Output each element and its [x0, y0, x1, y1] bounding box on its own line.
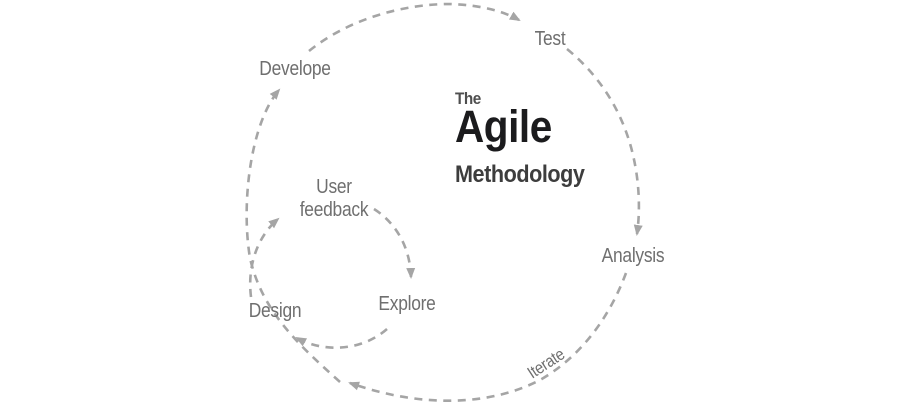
- develope-text: Develope: [259, 58, 331, 80]
- inner-arc-design-to-user-feedback: [248, 217, 280, 298]
- node-label-analysis: Analysis: [597, 245, 669, 268]
- node-label-develope: Develope: [254, 58, 336, 81]
- node-label-design: Design: [245, 300, 305, 323]
- test-text: Test: [534, 28, 566, 50]
- explore-text: Explore: [378, 293, 436, 315]
- user-feedback-text: User feedback: [299, 176, 369, 221]
- node-label-user-feedback: User feedback: [295, 176, 374, 222]
- node-label-test: Test: [532, 28, 567, 51]
- outer-arc-test-to-analysis: [566, 47, 643, 236]
- analysis-text: Analysis: [601, 245, 665, 267]
- inner-arc-explore-to-design: [295, 328, 388, 349]
- title-line-agile: Agile: [455, 101, 552, 152]
- node-label-explore: Explore: [374, 293, 440, 316]
- outer-arc-develope-to-test: [308, 2, 521, 53]
- title-line-methodology: Methodology: [455, 161, 585, 188]
- design-text: Design: [248, 300, 302, 322]
- outer-arc-design-to-develope: [245, 88, 341, 383]
- outer-arc-analysis-to-design-iterate: [348, 272, 628, 403]
- inner-arc-user-feedback-to-explore: [373, 207, 416, 279]
- title-line-the: The: [455, 89, 481, 108]
